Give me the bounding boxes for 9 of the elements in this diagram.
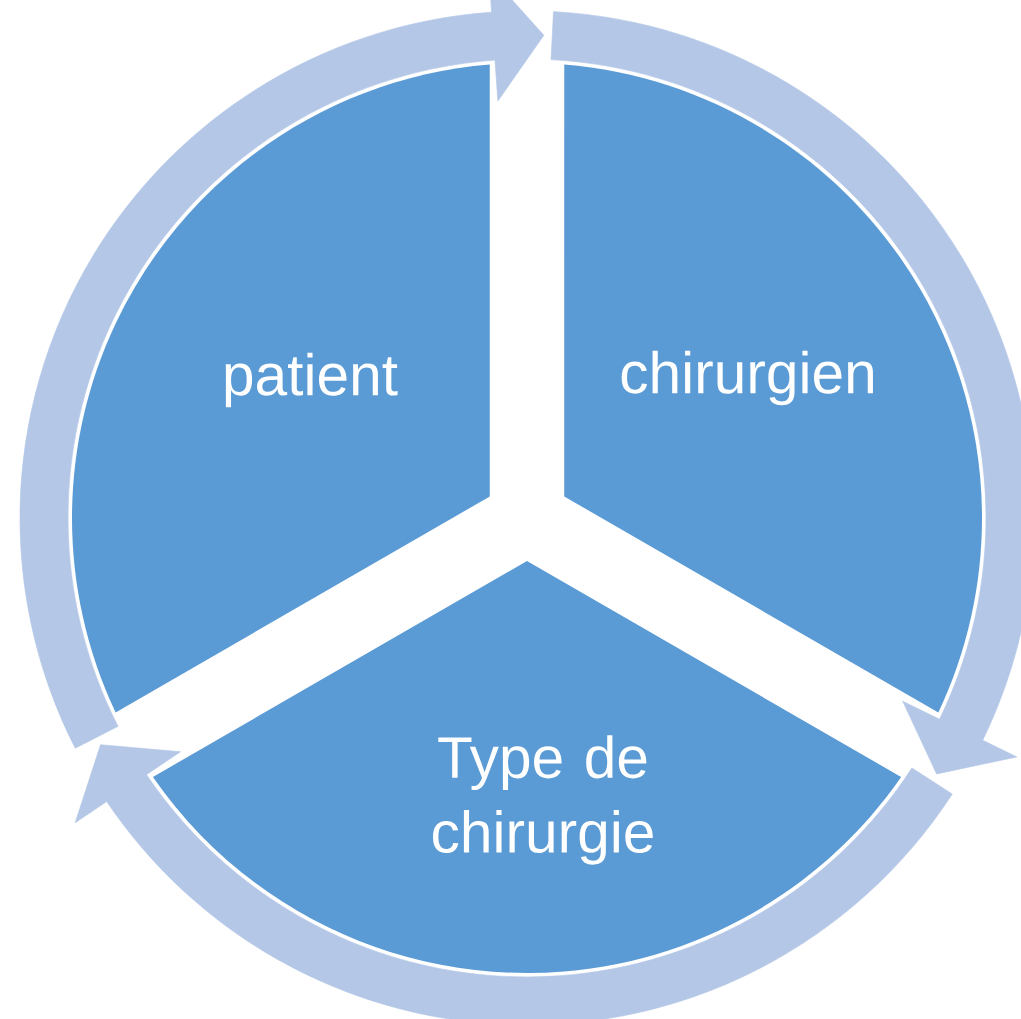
node-label: patient	[225, 352, 398, 408]
pie-segment: Type de chirurgie	[152, 561, 902, 973]
pie-segment: chirurgien	[564, 64, 982, 713]
pie-segment: patient	[72, 64, 490, 713]
curved-arrow	[550, 11, 1021, 775]
node-label: Type de chirurgie	[433, 735, 653, 865]
curved-arrow	[74, 744, 953, 1019]
curved-arrow	[19, 0, 545, 749]
node-label: chirurgien	[621, 350, 873, 406]
